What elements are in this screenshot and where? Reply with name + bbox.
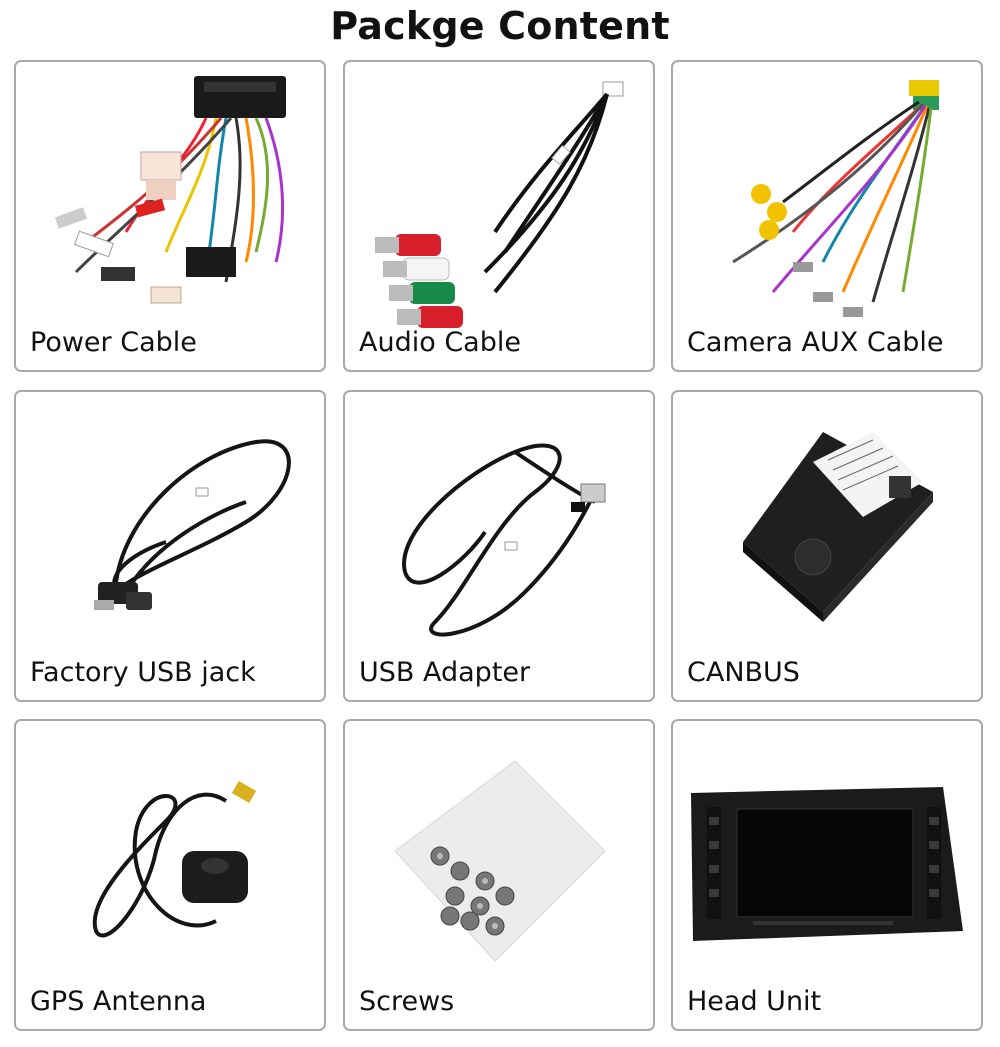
usb-jack-cable-icon <box>94 439 291 610</box>
item-card-head-unit: Head Unit <box>671 719 983 1031</box>
item-label: Head Unit <box>687 986 822 1017</box>
usb-adapter-cable-icon <box>402 443 606 637</box>
item-card-audio-cable: Audio Cable <box>343 60 655 372</box>
item-label: GPS Antenna <box>30 986 207 1017</box>
screws-bag-icon <box>394 760 606 962</box>
item-label: Audio Cable <box>359 327 521 358</box>
power-cable-icon <box>54 76 286 304</box>
camera-aux-cable-icon <box>732 80 939 317</box>
item-card-screws: Screws <box>343 719 655 1031</box>
gps-antenna-icon <box>92 780 257 938</box>
item-card-canbus: CANBUS <box>671 390 983 702</box>
item-card-factory-usb-jack: Factory USB jack <box>14 390 326 702</box>
item-card-camera-aux-cable: Camera AUX Cable <box>671 60 983 372</box>
audio-cable-icon <box>375 81 624 328</box>
item-label: Camera AUX Cable <box>687 327 944 358</box>
item-label: USB Adapter <box>359 657 531 688</box>
item-card-power-cable: Power Cable <box>14 60 326 372</box>
canbus-box-icon <box>743 432 933 622</box>
item-label: Factory USB jack <box>30 657 256 688</box>
item-label: Screws <box>359 986 455 1017</box>
page-title: Packge Content <box>330 4 670 48</box>
item-card-usb-adapter: USB Adapter <box>343 390 655 702</box>
head-unit-icon <box>691 787 963 941</box>
item-label: CANBUS <box>687 657 800 688</box>
item-label: Power Cable <box>30 327 197 358</box>
item-card-gps-antenna: GPS Antenna <box>14 719 326 1031</box>
